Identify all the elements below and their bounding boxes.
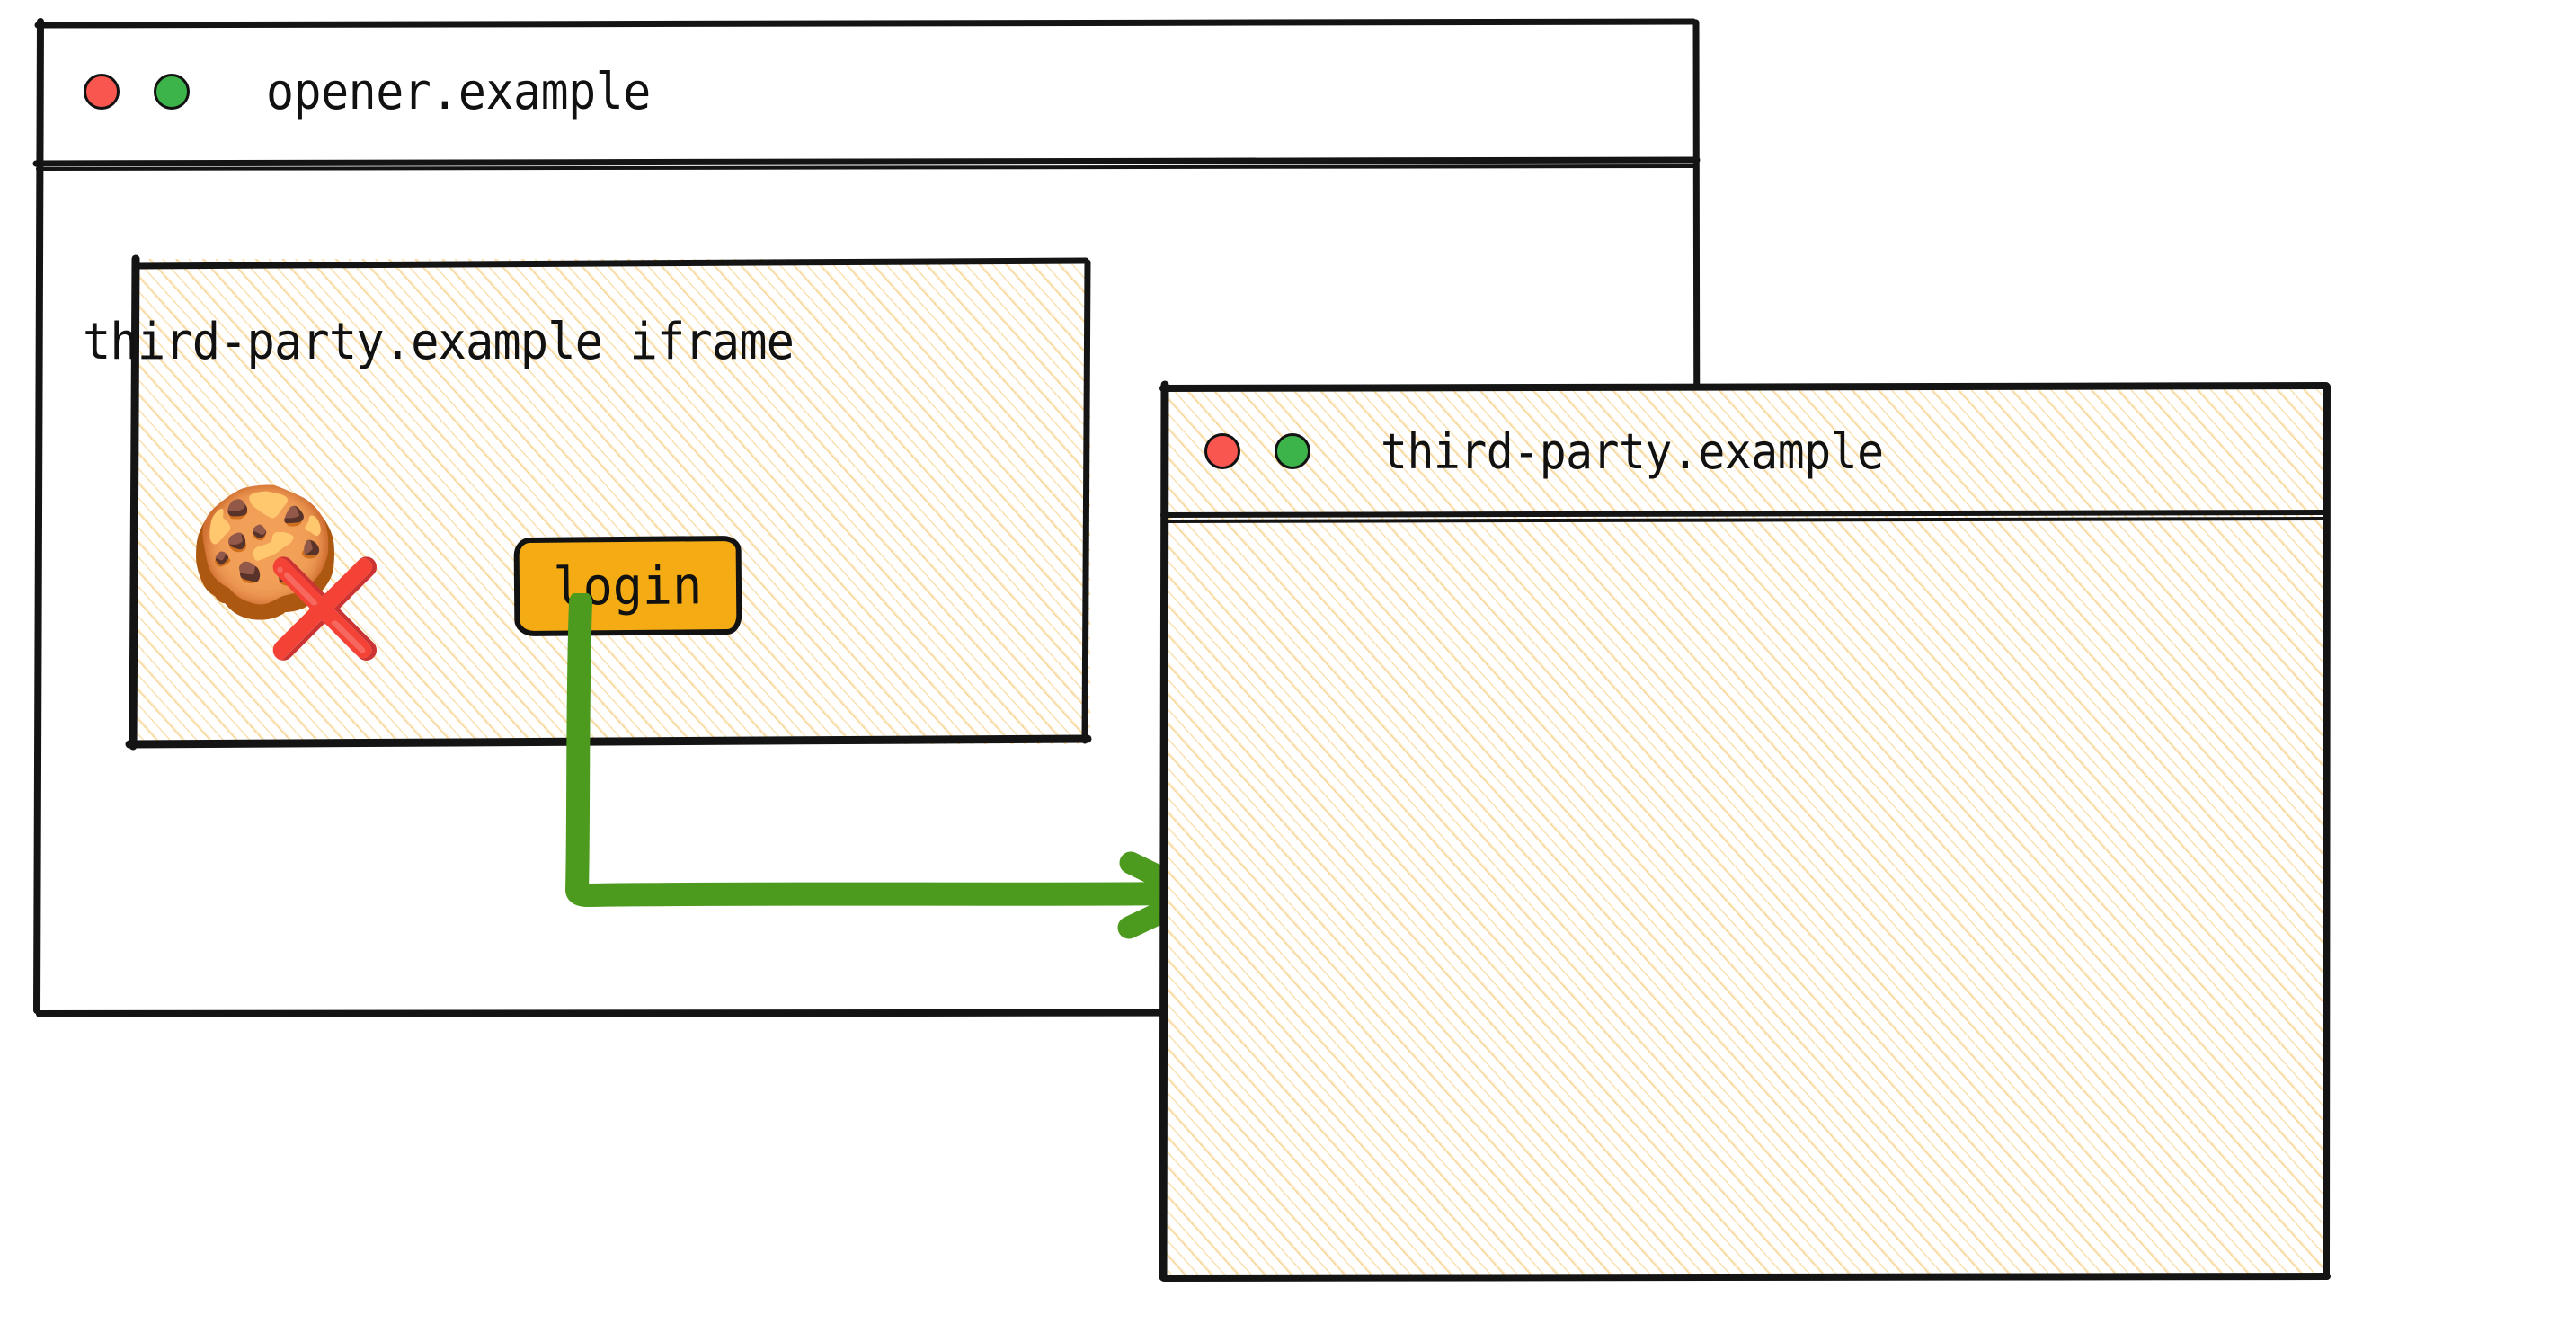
close-dot-icon[interactable] — [84, 74, 120, 110]
third-party-popup-window: third-party.example — [1159, 380, 2331, 1282]
popup-title-bar: third-party.example — [1161, 385, 2330, 518]
close-dot-icon[interactable] — [1204, 433, 1240, 469]
opener-traffic-lights — [84, 74, 190, 110]
iframe-login-button-label: login — [553, 555, 703, 618]
cross-mark-icon: ❌ — [266, 554, 384, 663]
cookie-icon: 🍪 — [187, 479, 344, 626]
maximize-dot-icon[interactable] — [1275, 433, 1310, 469]
popup-window-title: third-party.example — [1381, 422, 1884, 480]
opener-window-title: opener.example — [266, 62, 651, 121]
blocked-cookie-group: 🍪 ❌ — [187, 479, 384, 670]
popup-window-border — [1159, 380, 2331, 1282]
popup-traffic-lights — [1204, 433, 1310, 469]
iframe-origin-label: third-party.example iframe — [83, 313, 795, 371]
iframe-login-button[interactable]: login — [513, 535, 742, 637]
maximize-dot-icon[interactable] — [154, 74, 190, 110]
opener-title-bar: opener.example — [34, 20, 1699, 164]
